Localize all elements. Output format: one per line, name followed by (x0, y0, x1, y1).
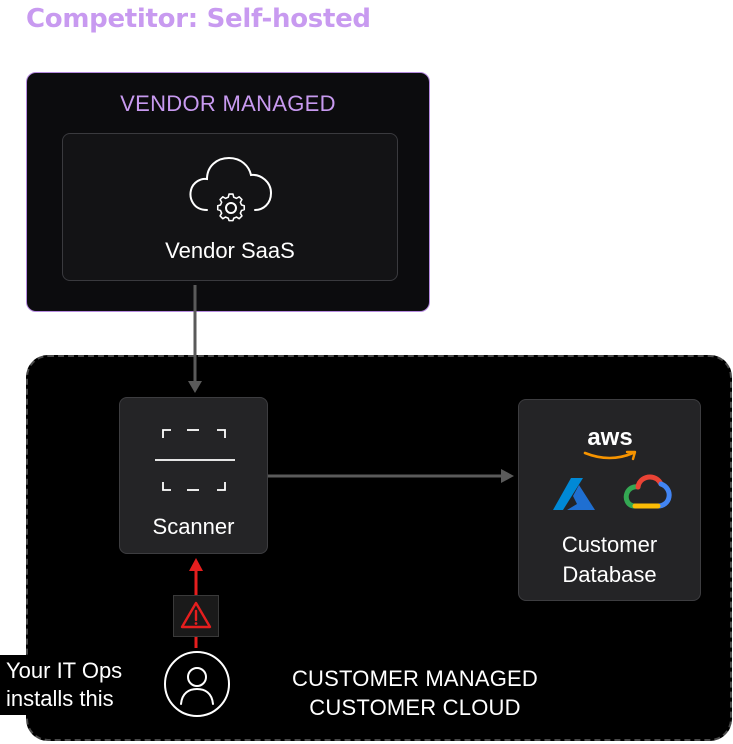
gcp-logo-icon (623, 474, 672, 509)
it-ops-label-line2: installs this (6, 686, 114, 711)
vendor-managed-zone: VENDOR MANAGED Vendor SaaS (26, 72, 430, 312)
scanner-icon (155, 429, 235, 491)
vendor-saas-node[interactable]: Vendor SaaS (62, 133, 398, 281)
customer-zone-label: CUSTOMER MANAGED CUSTOMER CLOUD (270, 664, 560, 722)
it-ops-label-line1: Your IT Ops (6, 658, 123, 683)
customer-database-label: Customer Database (519, 530, 700, 590)
customer-zone-label-line1: CUSTOMER MANAGED (291, 666, 539, 691)
page-title: Competitor: Self-hosted (26, 4, 371, 34)
it-ops-label: Your IT Ops installs this (0, 655, 146, 715)
customer-zone-label-line2: CUSTOMER CLOUD (309, 695, 521, 720)
customer-database-label-line2: Database (562, 562, 657, 587)
customer-database-node[interactable]: aws Customer Database (518, 399, 701, 601)
scanner-node[interactable]: Scanner (119, 397, 268, 554)
aws-logo-icon: aws (579, 426, 641, 466)
cloud-gear-icon (189, 156, 273, 222)
customer-database-label-line1: Customer (561, 532, 658, 557)
user-to-scanner-arrow (189, 558, 203, 648)
aws-logo-text: aws (587, 424, 633, 451)
vendor-saas-label: Vendor SaaS (165, 238, 295, 263)
azure-logo-icon (553, 478, 595, 510)
saas-to-scanner-arrow (188, 285, 202, 393)
vendor-zone-label: VENDOR MANAGED (120, 91, 336, 116)
user-icon (164, 651, 230, 717)
warning-badge (173, 595, 219, 637)
warning-icon (180, 601, 212, 629)
scanner-label: Scanner (152, 514, 235, 539)
scanner-to-database-arrow (268, 469, 514, 483)
